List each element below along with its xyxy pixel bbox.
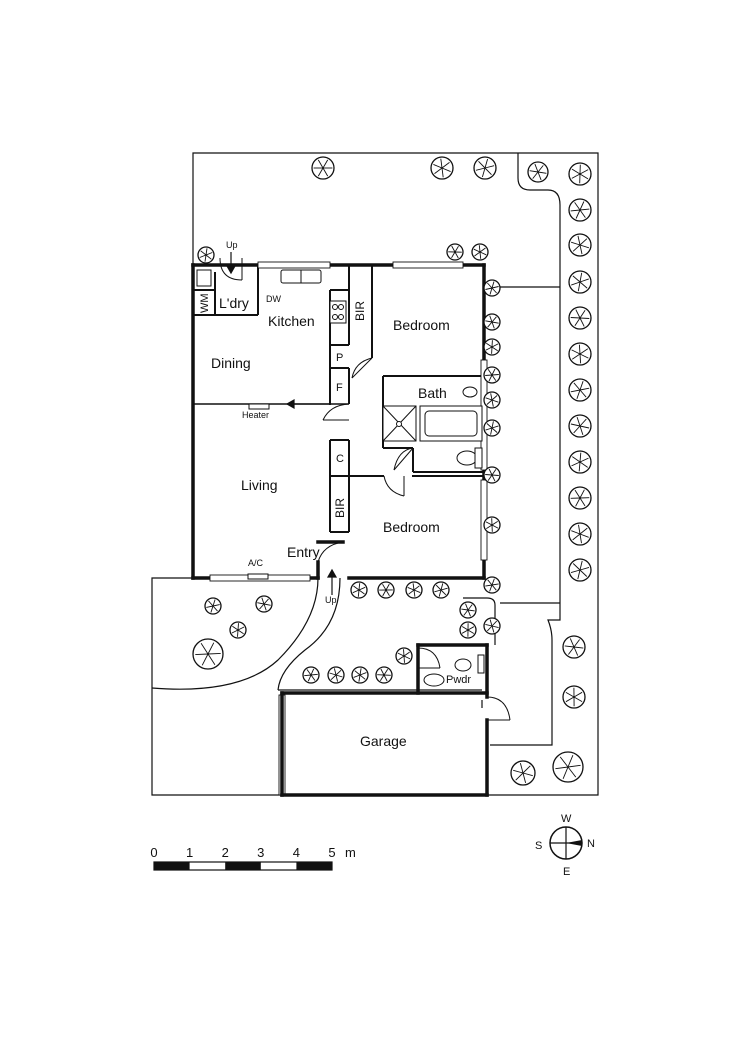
- tree-icon: [483, 338, 501, 356]
- scale-tick-1: 1: [186, 845, 193, 860]
- tree-icon: [483, 516, 501, 534]
- tree-icon: [192, 638, 224, 670]
- label-dishwasher: DW: [266, 294, 281, 304]
- label-air-con: A/C: [248, 558, 264, 568]
- tree-icon: [311, 156, 335, 180]
- label-cupboard: C: [336, 453, 344, 465]
- interior-walls: [193, 265, 484, 533]
- tree-icon: [568, 270, 592, 294]
- tree-icon: [552, 751, 584, 783]
- tree-icon: [568, 486, 592, 510]
- tree-icon: [568, 342, 592, 366]
- scale-tick-0: 0: [150, 845, 157, 860]
- label-bath: Bath: [418, 385, 447, 401]
- tree-icon: [483, 366, 501, 384]
- label-bedroom-bottom: Bedroom: [383, 519, 440, 535]
- label-laundry-up: Up: [226, 240, 238, 250]
- label-pantry: P: [336, 352, 343, 364]
- label-entry: Entry: [287, 544, 320, 560]
- compass-s: S: [535, 840, 542, 852]
- tree-icon: [204, 597, 222, 615]
- label-bir-bottom: BIR: [333, 498, 347, 518]
- label-entry-up: Up: [325, 595, 337, 605]
- tree-icon: [255, 595, 273, 613]
- tree-icon: [568, 162, 592, 186]
- tree-icon: [302, 666, 320, 684]
- compass-n: N: [587, 838, 595, 850]
- tree-icon: [446, 243, 464, 261]
- tree-icon: [229, 621, 247, 639]
- label-living: Living: [241, 477, 278, 493]
- trees: [192, 156, 592, 786]
- tree-icon: [568, 233, 592, 257]
- tree-icon: [568, 378, 592, 402]
- scale-tick-3: 3: [257, 845, 264, 860]
- tree-icon: [483, 313, 501, 331]
- property-boundary: [151, 152, 599, 796]
- tree-icon: [483, 391, 501, 409]
- scale-tick-2: 2: [222, 845, 229, 860]
- tree-icon: [473, 156, 497, 180]
- room-labels: L'dry WM Kitchen DW Dining P F Heater BI…: [199, 240, 471, 749]
- scale-tick-4: 4: [293, 845, 300, 860]
- label-garage: Garage: [360, 733, 407, 749]
- label-kitchen: Kitchen: [268, 313, 315, 329]
- tree-icon: [395, 647, 413, 665]
- label-heater: Heater: [242, 410, 269, 420]
- tree-icon: [483, 419, 501, 437]
- tree-icon: [483, 617, 501, 635]
- scale-tick-5: 5: [328, 845, 335, 860]
- label-washing-machine: WM: [199, 293, 211, 313]
- tree-icon: [562, 685, 586, 709]
- tree-icon: [568, 558, 592, 582]
- label-bedroom-top: Bedroom: [393, 317, 450, 333]
- tree-icon: [351, 666, 369, 684]
- tree-icon: [568, 522, 592, 546]
- tree-icon: [568, 306, 592, 330]
- compass-e: E: [563, 866, 570, 878]
- label-powder: Pwdr: [446, 674, 471, 686]
- garage-structure: [280, 643, 489, 797]
- label-dining: Dining: [211, 355, 251, 371]
- compass-rose: W N E S: [535, 813, 595, 878]
- kitchen-fixtures: [196, 269, 347, 580]
- tree-icon: [562, 635, 586, 659]
- tree-icon: [568, 414, 592, 438]
- scale-unit: m: [345, 845, 356, 860]
- tree-icon: [430, 156, 454, 180]
- doors: [219, 257, 511, 721]
- tree-icon: [405, 581, 423, 599]
- stair-arrows: [225, 252, 338, 595]
- tree-icon: [483, 279, 501, 297]
- bath-fixtures: [382, 386, 483, 469]
- scale-bar: 0 1 2 3 4 5 m: [150, 845, 356, 871]
- tree-icon: [471, 243, 489, 261]
- tree-icon: [327, 666, 345, 684]
- tree-icon: [483, 576, 501, 594]
- tree-icon: [483, 466, 501, 484]
- tree-icon: [510, 760, 536, 786]
- tree-icon: [350, 581, 368, 599]
- tree-icon: [459, 601, 477, 619]
- label-bir-top: BIR: [353, 301, 367, 321]
- tree-icon: [527, 161, 549, 183]
- tree-icon: [459, 621, 477, 639]
- tree-icon: [377, 581, 395, 599]
- tree-icon: [568, 198, 592, 222]
- garden-path: [151, 577, 496, 691]
- label-fridge: F: [336, 382, 343, 394]
- compass-w: W: [561, 813, 572, 825]
- label-laundry: L'dry: [219, 295, 249, 311]
- tree-icon: [432, 581, 450, 599]
- tree-icon: [197, 246, 215, 264]
- tree-icon: [568, 450, 592, 474]
- tree-icon: [375, 666, 393, 684]
